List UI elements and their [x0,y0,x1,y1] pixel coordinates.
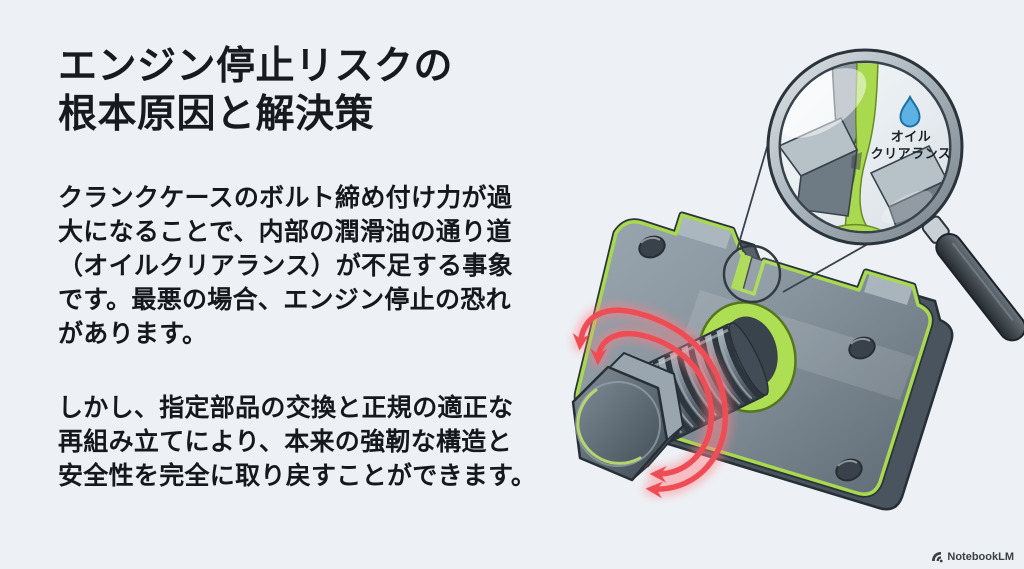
watermark: NotebookLM [930,550,1014,563]
corner-hole [835,458,863,482]
magnifier-label: オイル クリアランス [870,129,952,161]
zoom-callout-circle [722,244,782,304]
magnifier-lens-view [781,63,949,231]
page-title: エンジン停止リスクの 根本原因と解決策 [58,45,454,136]
watermark-brand: NotebookLM [947,550,1014,563]
rotation-arrows-icon [572,303,733,499]
body-paragraph-solution: しかし、指定部品の交換と正規の適正な 再組み立てにより、本来の強靭な構造と 安全… [58,394,537,490]
body-paragraph-problem: クランクケースのボルト締め付け力が過 大になることで、内部の潤滑油の通り道 （オ… [58,184,513,348]
oil-droplet-icon [899,94,921,128]
corner-hole [638,235,666,259]
magnifier-glass-icon [766,48,1024,342]
notebooklm-logo-icon [932,552,943,563]
oil-channel-notch [733,254,752,290]
corner-hole [848,336,876,360]
oil-channel [844,63,879,231]
